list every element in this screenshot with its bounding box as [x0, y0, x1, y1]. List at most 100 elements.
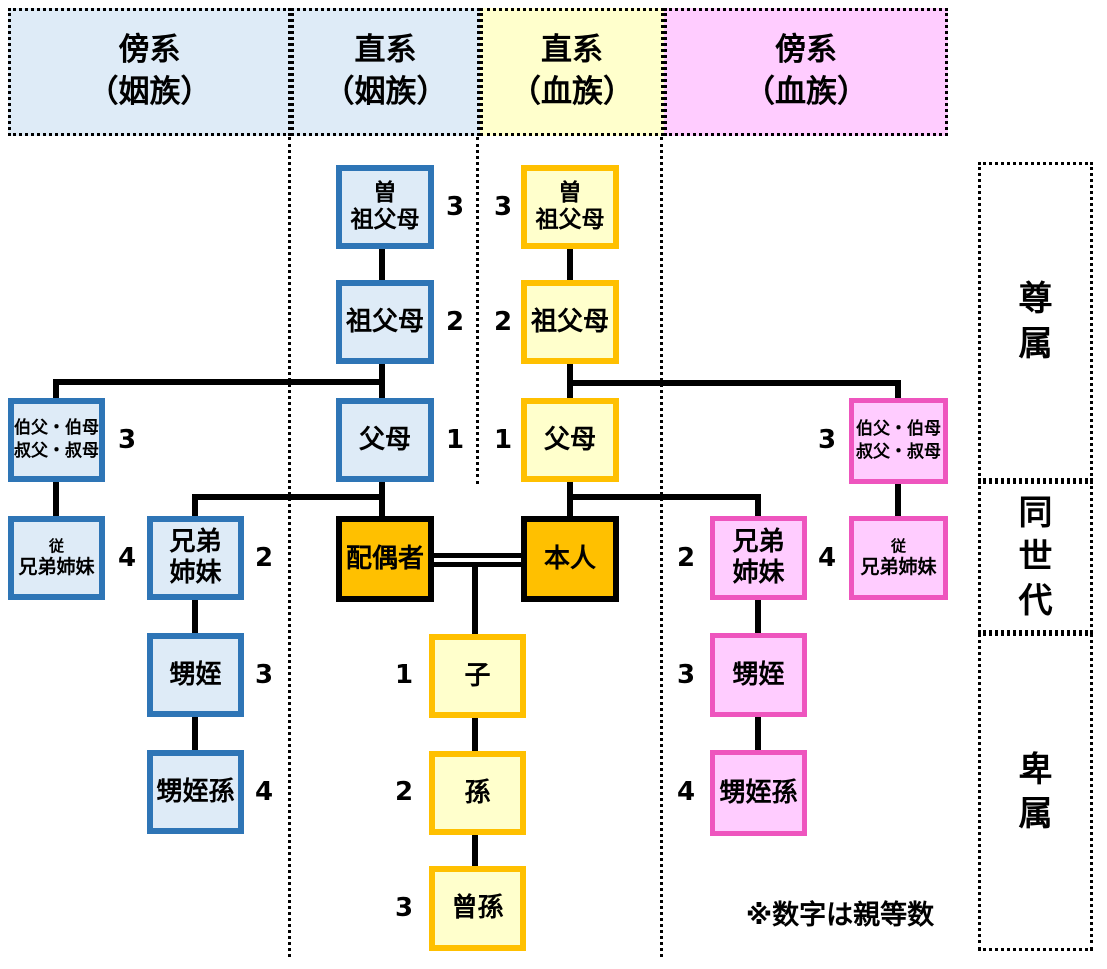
degree-label: 4 — [117, 543, 137, 573]
degree-label: 3 — [445, 192, 465, 222]
header-direct-in-law: 直系 （姻族） — [291, 8, 480, 136]
degree-label: 2 — [445, 307, 465, 337]
node-blood-great-grandparents: 曽 祖父母 — [521, 165, 619, 249]
degree-label: 4 — [676, 777, 696, 807]
node-great-grandchild: 曾孫 — [429, 866, 526, 951]
connector-line — [755, 717, 761, 750]
node-spouse: 配偶者 — [336, 516, 434, 602]
node-blood-grandparents: 祖父母 — [521, 280, 619, 364]
degree-label: 3 — [817, 425, 837, 455]
node-label: 兄弟 姉妹 — [732, 527, 785, 588]
degree-label: 3 — [394, 893, 414, 923]
generation-descendants: 卑 属 — [978, 633, 1093, 951]
node-label: 子 — [464, 660, 491, 691]
connector-line — [472, 835, 478, 866]
node-label: 伯父・伯母 — [856, 419, 941, 440]
node-blood-niblings: 甥姪 — [710, 633, 807, 717]
header-collateral-in-law: 傍系 （姻族） — [8, 8, 291, 136]
degree-label: 2 — [493, 307, 513, 337]
marriage-line — [434, 553, 522, 558]
generation-label: 同 世 代 — [1018, 492, 1053, 622]
connector-line — [567, 380, 901, 386]
node-label: 叔父・叔母 — [14, 441, 99, 461]
node-blood-parents: 父母 — [521, 398, 619, 482]
node-inlaw-grandniblings: 甥姪孫 — [147, 750, 244, 834]
node-inlaw-uncles-aunts: 伯父・伯母 叔父・叔母 — [8, 398, 105, 482]
node-inlaw-parents: 父母 — [336, 398, 434, 482]
node-child: 子 — [429, 634, 526, 718]
header-label: 傍系 （姻族） — [87, 32, 212, 110]
generation-same: 同 世 代 — [978, 481, 1093, 633]
connector-line — [755, 494, 761, 516]
node-grandchild: 孫 — [429, 751, 526, 835]
node-label: 曾孫 — [451, 893, 504, 924]
connector-line — [895, 380, 901, 398]
node-blood-uncles-aunts: 伯父・伯母 叔父・叔母 — [849, 398, 948, 484]
generation-ascendants: 尊 属 — [978, 162, 1093, 481]
node-label: 甥姪 — [169, 659, 222, 690]
degree-label: 4 — [817, 543, 837, 573]
degree-label: 1 — [445, 425, 465, 455]
node-self: 本人 — [521, 516, 619, 602]
node-label: 甥姪孫 — [719, 777, 798, 808]
header-direct-blood: 直系 （血族） — [480, 8, 664, 136]
node-inlaw-great-grandparents: 曽 祖父母 — [336, 165, 434, 249]
node-label: 伯父・伯母 — [14, 418, 99, 439]
degree-label: 3 — [676, 660, 696, 690]
degree-label: 2 — [254, 543, 274, 573]
connector-line — [53, 379, 59, 398]
node-inlaw-cousins: 従 兄弟姉妹 — [8, 516, 105, 600]
node-inlaw-siblings: 兄弟 姉妹 — [147, 516, 244, 600]
connector-line — [53, 482, 59, 516]
connector-line — [755, 600, 761, 633]
column-divider — [476, 137, 479, 484]
node-label: 曽 祖父母 — [350, 179, 420, 233]
node-label: 父母 — [543, 424, 596, 455]
node-label: 配偶者 — [345, 543, 424, 574]
node-label: 従 — [48, 536, 64, 555]
degree-label: 1 — [394, 660, 414, 690]
node-blood-grandniblings: 甥姪孫 — [710, 750, 807, 836]
node-label: 従 — [890, 536, 906, 555]
node-blood-siblings: 兄弟 姉妹 — [710, 516, 807, 600]
node-label: 兄弟姉妹 — [860, 555, 937, 578]
node-inlaw-niblings: 甥姪 — [147, 633, 244, 717]
node-inlaw-grandparents: 祖父母 — [336, 280, 434, 364]
marriage-line — [434, 562, 522, 567]
node-blood-cousins: 従 兄弟姉妹 — [849, 516, 948, 600]
node-label: 孫 — [464, 777, 491, 808]
connector-line — [472, 718, 478, 751]
header-collateral-blood: 傍系 （血族） — [664, 8, 948, 136]
degree-label: 3 — [117, 425, 137, 455]
connector-line — [53, 379, 385, 385]
connector-line — [472, 562, 478, 635]
node-label: 叔父・叔母 — [856, 442, 941, 462]
column-divider — [288, 137, 291, 957]
degree-label: 3 — [493, 192, 513, 222]
connector-line — [192, 717, 198, 750]
node-label: 兄弟姉妹 — [18, 555, 95, 578]
degree-label: 2 — [394, 777, 414, 807]
generation-label: 尊 属 — [1018, 279, 1053, 364]
node-label: 祖父母 — [345, 306, 424, 337]
column-divider — [660, 137, 663, 957]
header-label: 傍系 （血族） — [744, 32, 868, 110]
connector-line — [379, 249, 385, 280]
connector-line — [192, 494, 198, 516]
footnote: ※数字は親等数 — [745, 900, 935, 931]
header-label: 直系 （姻族） — [323, 32, 448, 110]
header-label: 直系 （血族） — [510, 32, 634, 110]
degree-label: 4 — [254, 777, 274, 807]
node-label: 本人 — [543, 543, 596, 574]
degree-label: 1 — [493, 425, 513, 455]
node-label: 甥姪孫 — [156, 776, 235, 807]
connector-line — [895, 482, 901, 516]
node-label: 曽 祖父母 — [535, 179, 605, 233]
connector-line — [567, 249, 573, 280]
degree-label: 2 — [676, 543, 696, 573]
generation-label: 卑 属 — [1018, 749, 1053, 834]
connector-line — [567, 494, 761, 500]
node-label: 兄弟 姉妹 — [169, 527, 222, 588]
node-label: 父母 — [358, 424, 411, 455]
